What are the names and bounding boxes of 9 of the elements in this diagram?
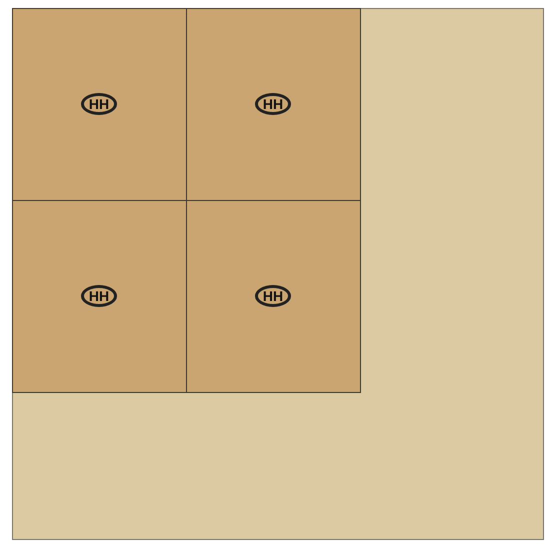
punnett-square-cell [12, 8, 186, 200]
punnett-square-cell [12, 200, 186, 392]
punnett-square-cell [186, 8, 360, 200]
punnett-square-cell [186, 200, 360, 392]
genotype-label: HH [254, 93, 292, 115]
square-plot [12, 8, 544, 540]
genotype-label: HH [80, 93, 118, 115]
genotype-label: HH [254, 285, 292, 307]
genotype-label: HH [80, 285, 118, 307]
